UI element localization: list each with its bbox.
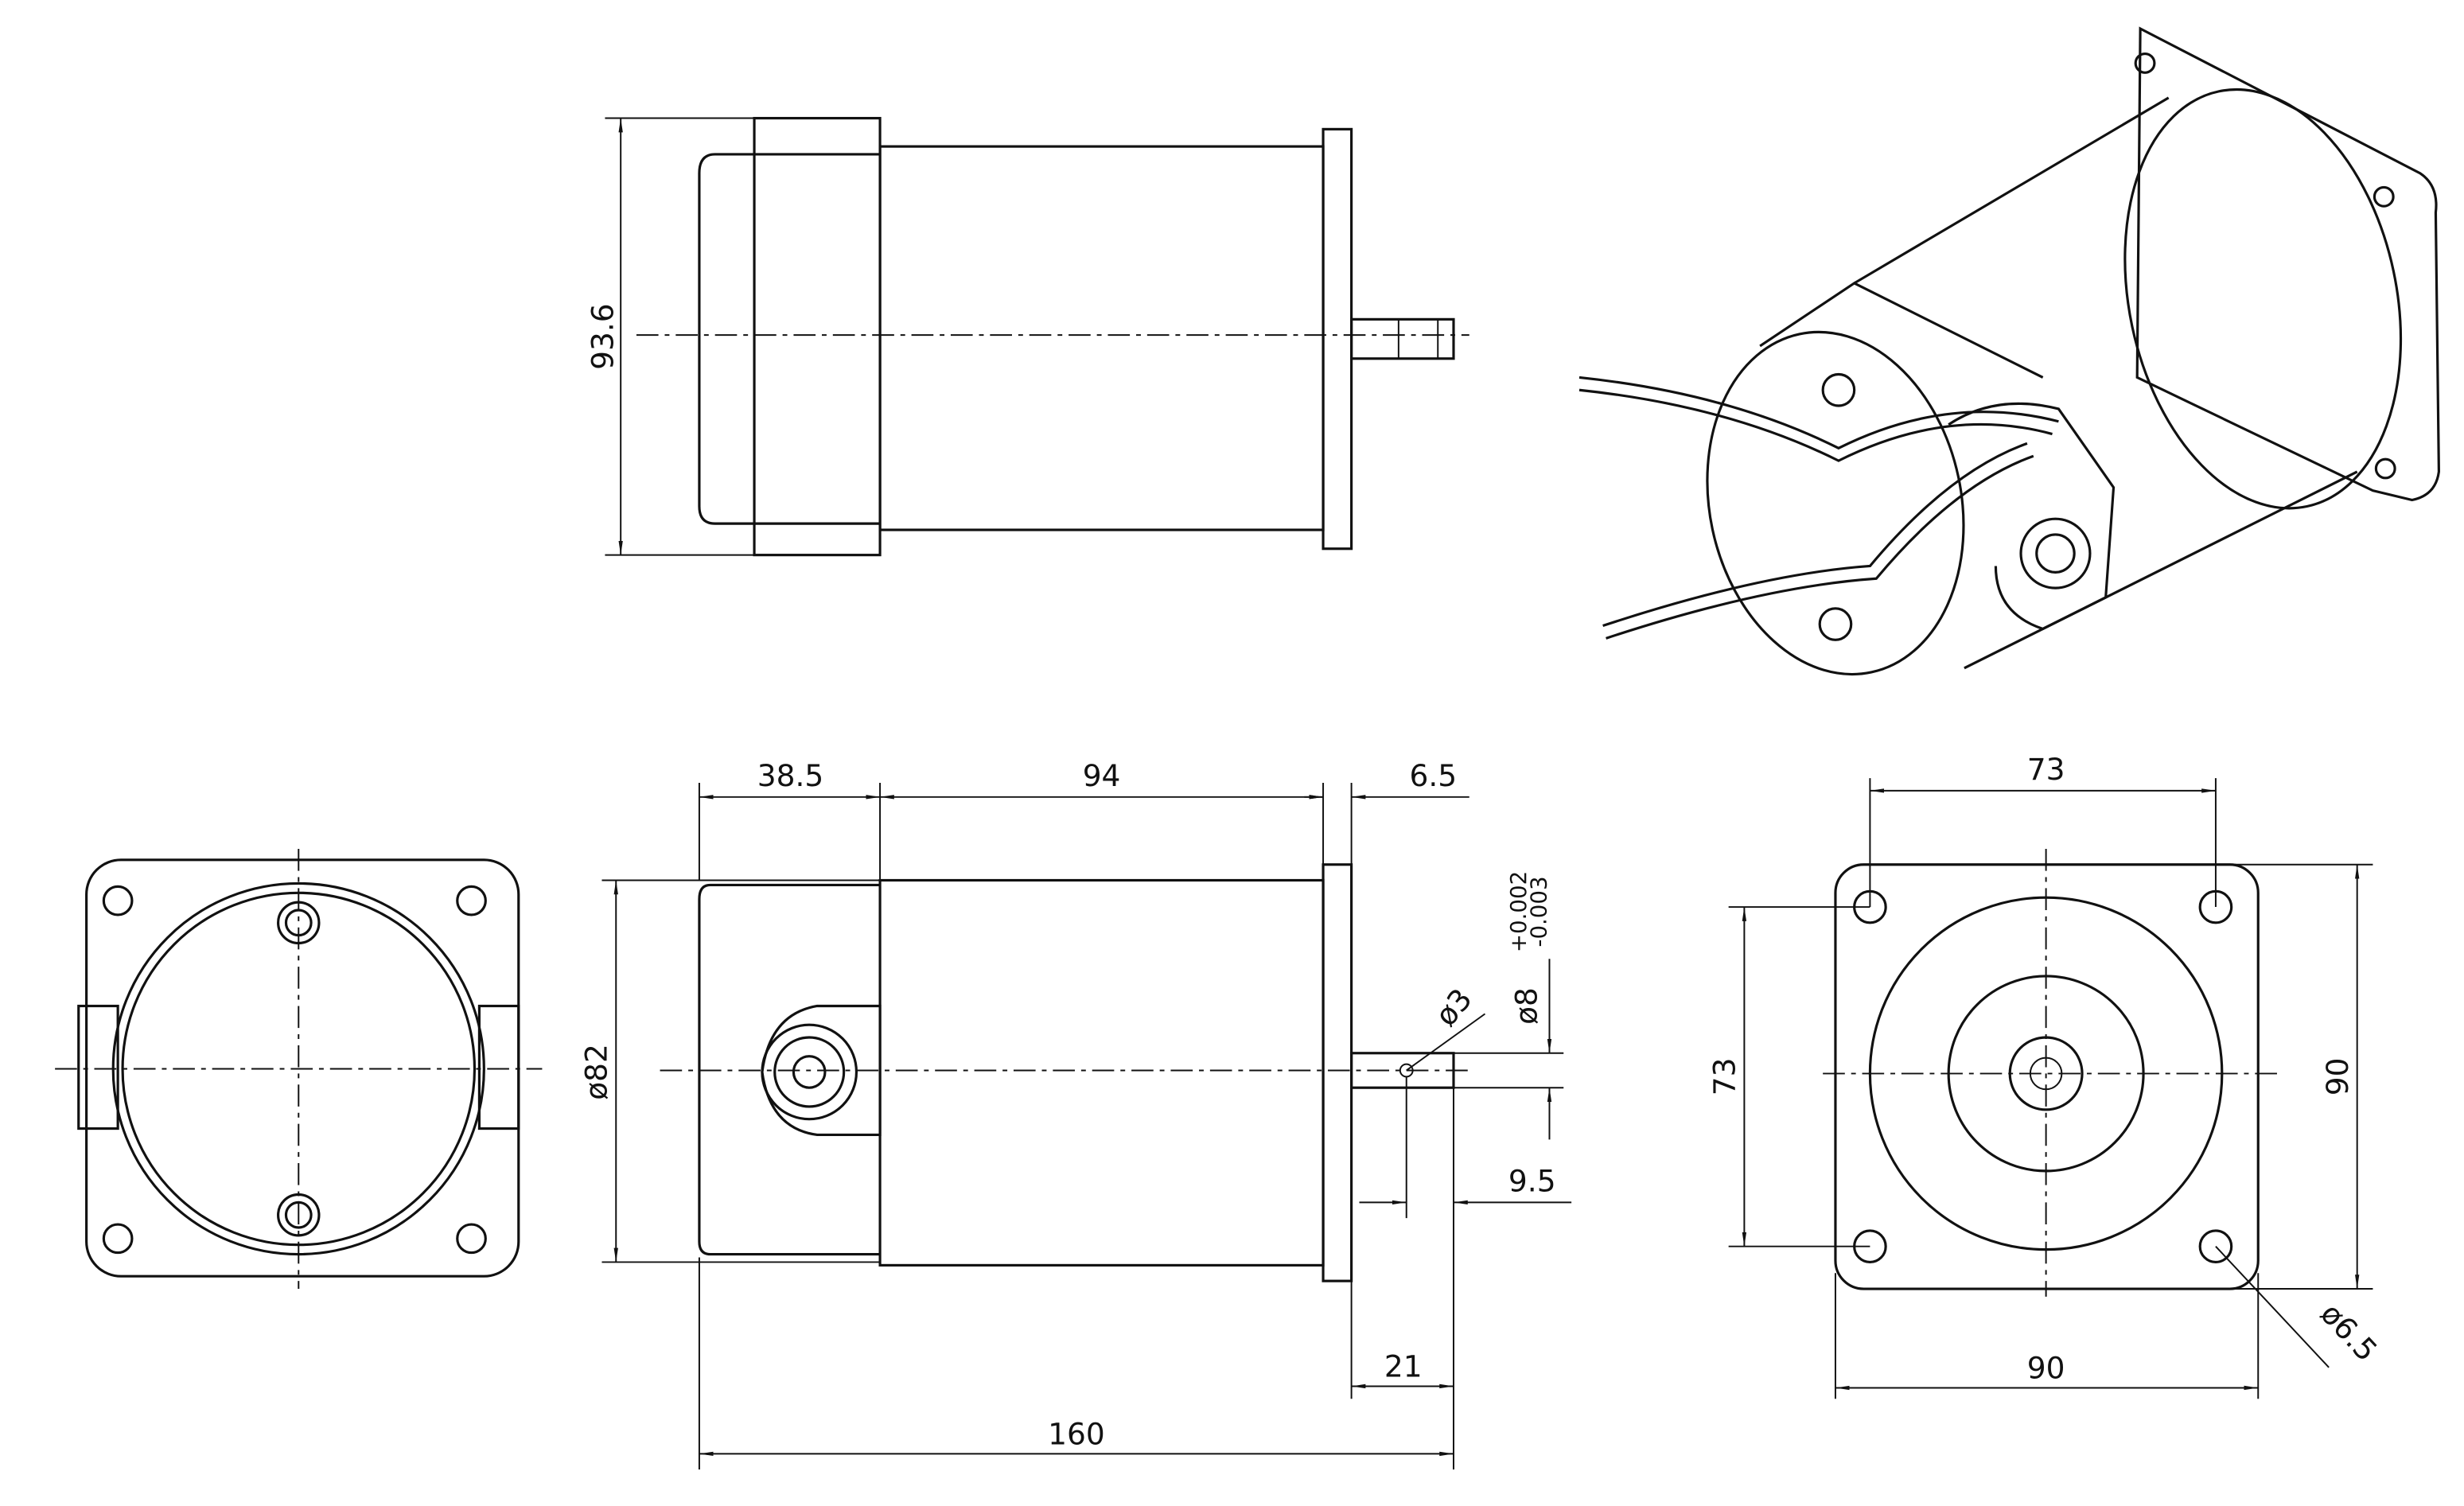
dim-73-vertical: 73 xyxy=(1707,1058,1742,1096)
top-view: 93.6 xyxy=(585,116,1469,557)
dim-hole-dia-6-5: ø6.5 xyxy=(2314,1296,2384,1368)
dim-shaft-dia: ø8 xyxy=(1509,987,1544,1025)
dim-shaft-tol-lower: -0.003 xyxy=(1526,876,1552,947)
dim-dia-82: ø82 xyxy=(578,1044,613,1100)
dim-21: 21 xyxy=(1384,1349,1423,1384)
dim-93-6: 93.6 xyxy=(585,303,620,370)
dim-94: 94 xyxy=(1083,758,1121,793)
dim-hole-dia-3: ø3 xyxy=(1428,982,1479,1033)
dim-73-horizontal: 73 xyxy=(2027,752,2065,787)
front-view: 38.5 94 6.5 ø82 ø8 +0.002 -0.003 ø3 9.5 … xyxy=(578,758,1572,1470)
dim-38-5: 38.5 xyxy=(757,758,824,793)
left-end-view xyxy=(55,848,543,1290)
isometric-view xyxy=(1578,26,2440,676)
dim-9-5: 9.5 xyxy=(1508,1164,1556,1199)
dim-160: 160 xyxy=(1048,1417,1105,1452)
dim-90-vertical: 90 xyxy=(2320,1058,2355,1096)
right-end-view: 73 73 90 90 ø6.5 xyxy=(1707,752,2384,1399)
dim-90-horizontal: 90 xyxy=(2027,1351,2065,1386)
dim-shaft-tol-upper: +0.002 xyxy=(1505,871,1532,952)
dim-6-5: 6.5 xyxy=(1409,758,1457,793)
